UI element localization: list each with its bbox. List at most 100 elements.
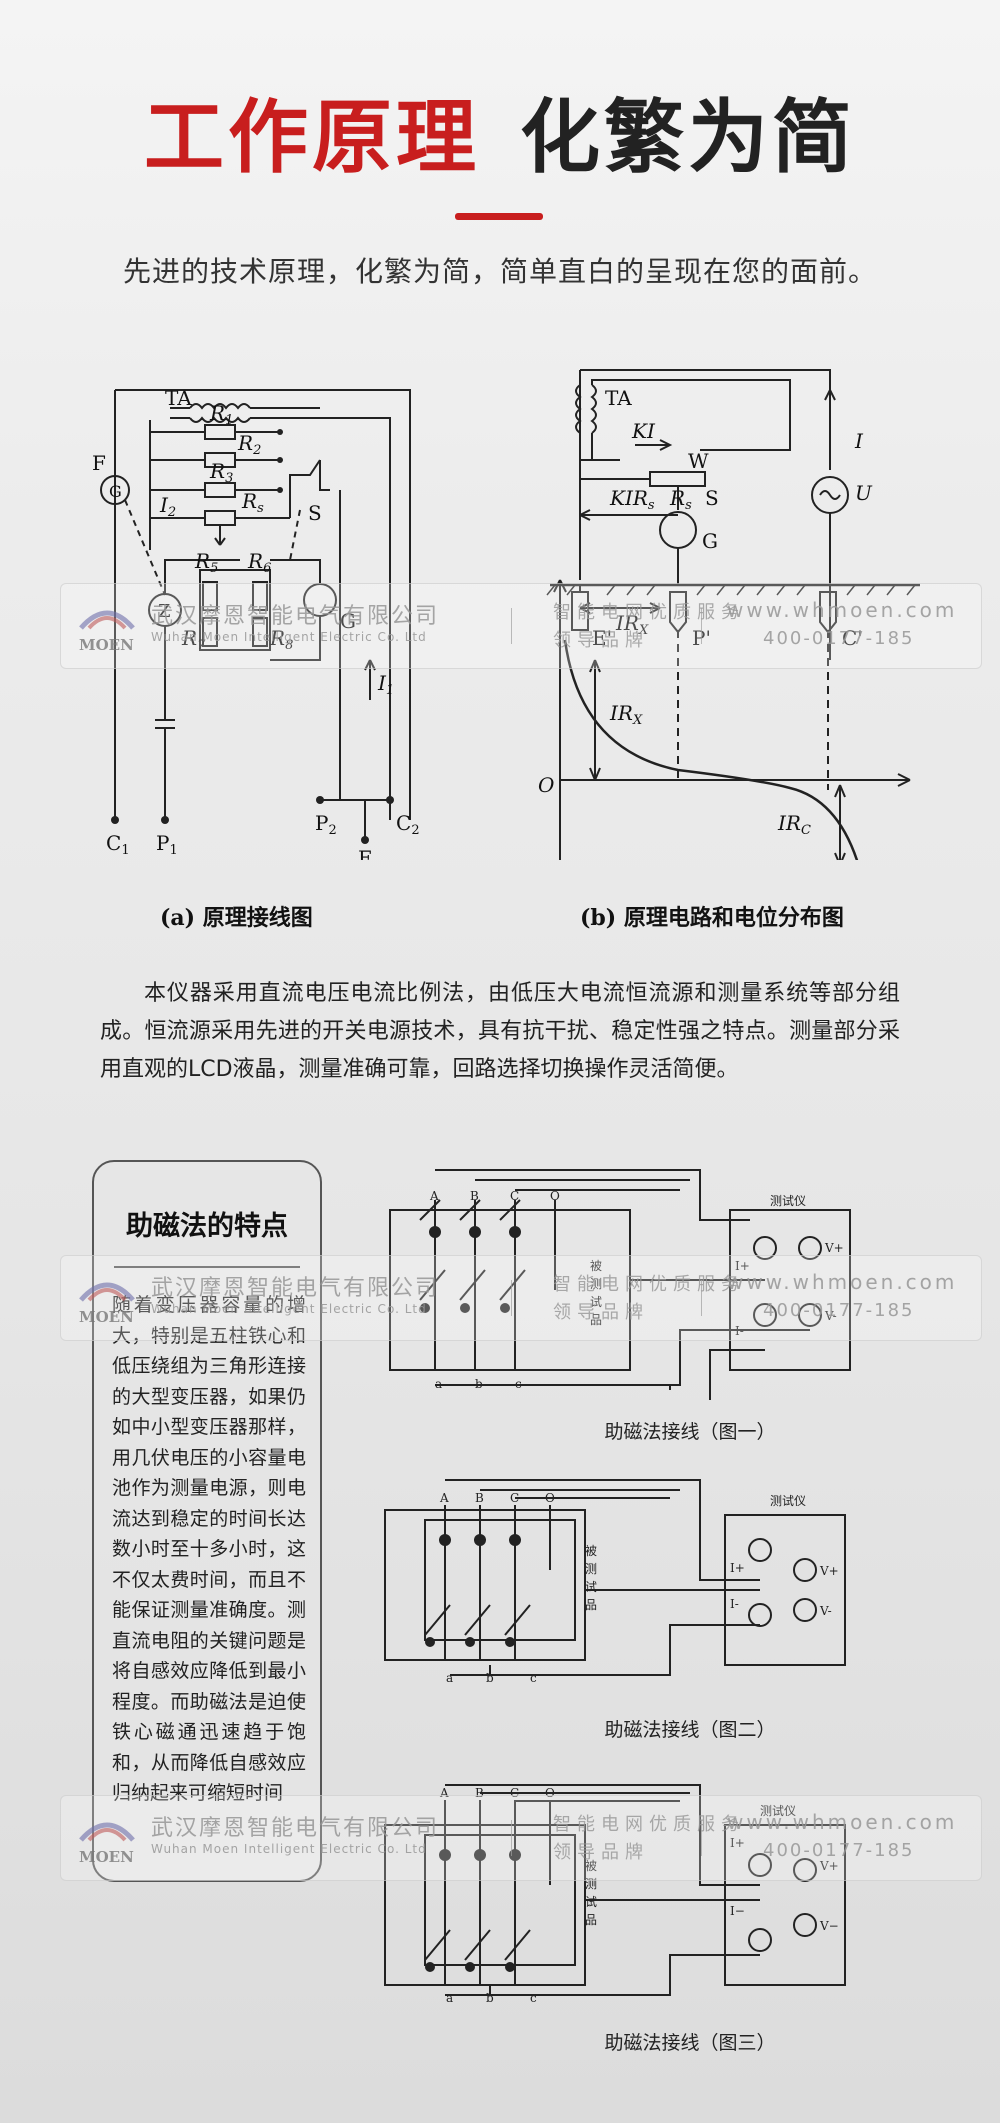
watermark-banner: MOEN 武汉摩恩智能电气有限公司 Wuhan Moen Intelligent… (60, 1795, 982, 1881)
wiring-1-device-2: 测 (590, 1277, 602, 1291)
wiring-2-term-i-minus: I- (730, 1597, 739, 1611)
figure-a-caption: (a) 原理接线图 (160, 905, 313, 931)
wiring-1-high-O: O (550, 1189, 560, 1203)
svg-text:TA: TA (605, 386, 632, 410)
watermark-slogan-2: 领导品牌 (553, 1302, 649, 1323)
wiring-3-high-C: C (510, 1786, 519, 1800)
watermark-url: www.whmoen.com (727, 1270, 958, 1294)
svg-text:Z: Z (158, 601, 171, 622)
watermark-slogan-1: 智能电网优质服务 (553, 602, 745, 623)
wiring-3-instrument: 测试仪 (760, 1803, 796, 1818)
watermark-company: 武汉摩恩智能电气有限公司 (151, 1276, 440, 1301)
sidebar-divider (114, 1266, 300, 1268)
svg-text:G: G (340, 609, 356, 633)
circuit-diagram-a: TA F G R1 R2 R3 Rs S I2 Z R5 R6 R7 R8 G … (92, 386, 420, 860)
wiring-diagram-2: A B C O a b c 测试仪 I+ V+ I- V- 被 测 试 品 (384, 1479, 846, 1685)
watermark-tel: 400-0177-185 (763, 1840, 915, 1861)
wiring-2-low-c: c (530, 1671, 537, 1685)
wiring-3-device-1: 被 (585, 1859, 597, 1873)
wiring-2-instrument: 测试仪 (770, 1493, 806, 1508)
watermark-separator (701, 1820, 702, 1856)
wiring-2-device-2: 测 (585, 1562, 597, 1576)
wiring-1-low-c: c (515, 1377, 522, 1391)
svg-text:R2: R2 (237, 431, 261, 458)
svg-text:IRX: IRX (609, 701, 643, 728)
wiring-2-device-1: 被 (585, 1544, 597, 1558)
svg-text:W: W (688, 449, 709, 473)
wiring-3-term-i-plus: I+ (730, 1836, 745, 1850)
watermark-company-en: Wuhan Moen Intelligent Electric Co. Ltd (151, 630, 427, 644)
wiring-3-low-a: a (446, 1991, 453, 2005)
watermark-banner: MOEN 武汉摩恩智能电气有限公司 Wuhan Moen Intelligent… (60, 583, 982, 669)
wiring-3-high-A: A (439, 1786, 449, 1800)
svg-text:TA: TA (165, 386, 192, 410)
wiring-3-term-v-minus: V− (819, 1919, 839, 1933)
svg-text:R6: R6 (247, 549, 271, 576)
watermark-url: www.whmoen.com (727, 1810, 958, 1834)
wiring-3-high-O: O (545, 1786, 555, 1800)
watermark-company: 武汉摩恩智能电气有限公司 (151, 604, 440, 629)
watermark-slogan-2: 领导品牌 (553, 630, 649, 651)
svg-text:F: F (92, 451, 106, 475)
watermark-url: www.whmoen.com (727, 598, 958, 622)
wiring-2-caption: 助磁法接线（图二） (604, 1719, 776, 1741)
watermark-company: 武汉摩恩智能电气有限公司 (151, 1816, 440, 1841)
wiring-1-term-i-plus: I+ (735, 1259, 750, 1273)
wiring-3-device-3: 试 (585, 1894, 597, 1909)
watermark-slogan-2: 领导品牌 (553, 1842, 649, 1863)
watermark-company-en: Wuhan Moen Intelligent Electric Co. Ltd (151, 1842, 427, 1856)
wiring-2-high-O: O (545, 1491, 555, 1505)
wiring-1-device-3: 试 (590, 1294, 602, 1309)
svg-text:C2: C2 (396, 811, 420, 838)
feature-sidebar: 助磁法的特点 随着变压器容量的增大，特别是五柱铁心和低压绕组为三角形连接的大型变… (92, 1160, 322, 1882)
wiring-1-term-v-minus: V- (824, 1309, 837, 1323)
wiring-3-low-c: c (530, 1991, 537, 2005)
wiring-1-low-b: b (475, 1377, 483, 1391)
wiring-2-term-v-minus: V- (819, 1604, 832, 1618)
svg-text:O: O (538, 773, 554, 797)
wiring-3-device-4: 品 (585, 1913, 597, 1927)
moen-logo: MOEN (79, 1282, 135, 1326)
svg-text:KIRs: KIRs (609, 486, 655, 513)
wiring-1-device-1: 被 (590, 1259, 602, 1273)
watermark-separator (511, 608, 512, 644)
wiring-3-term-v-plus: V+ (819, 1859, 839, 1873)
logo-text: MOEN (79, 636, 134, 654)
watermark-tel: 400-0177-185 (763, 628, 915, 649)
page-title: 工作原理化繁为简 (0, 88, 1000, 188)
wiring-3-caption: 助磁法接线（图三） (604, 2032, 776, 2054)
title-red: 工作原理 (144, 91, 480, 184)
svg-text:IRC: IRC (777, 811, 811, 838)
svg-text:E': E' (592, 626, 612, 650)
svg-text:P2: P2 (315, 811, 337, 838)
watermark-slogan-1: 智能电网优质服务 (553, 1274, 745, 1295)
watermark-separator (511, 1280, 512, 1316)
wiring-1-instrument: 测试仪 (770, 1193, 806, 1208)
watermark-separator (511, 1820, 512, 1856)
wiring-3-term-i-minus: I− (730, 1904, 745, 1918)
svg-text:I1: I1 (377, 671, 394, 698)
svg-text:Rs: Rs (241, 489, 264, 516)
svg-text:Rs: Rs (669, 486, 692, 513)
watermark-banner: MOEN 武汉摩恩智能电气有限公司 Wuhan Moen Intelligent… (60, 1255, 982, 1341)
wiring-1-high-B: B (470, 1189, 479, 1203)
sidebar-text: 随着变压器容量的增大，特别是五柱铁心和低压绕组为三角形连接的大型变压器，如果仍如… (112, 1294, 306, 1804)
svg-text:C1: C1 (106, 831, 130, 858)
wiring-2-high-B: B (475, 1491, 484, 1505)
wiring-1-caption: 助磁法接线（图一） (604, 1421, 776, 1443)
wiring-2-device-4: 品 (585, 1598, 597, 1612)
svg-text:KI: KI (631, 419, 656, 443)
wiring-1-high-A: A (429, 1189, 439, 1203)
svg-text:P1: P1 (156, 831, 178, 858)
wiring-2-high-A: A (439, 1491, 449, 1505)
wiring-1-low-a: a (435, 1377, 442, 1391)
svg-text:S: S (705, 486, 719, 510)
moen-logo: MOEN (79, 1822, 135, 1866)
wiring-2-term-v-plus: V+ (819, 1564, 839, 1578)
svg-text:S: S (308, 501, 322, 525)
wiring-2-term-i-plus: I+ (730, 1561, 745, 1575)
svg-text:G: G (109, 482, 122, 501)
wiring-2-low-b: b (486, 1671, 494, 1685)
circuit-diagram-b: TA KI W KIRs Rs S G I U IRX E' P' C' IRX… (538, 369, 920, 860)
watermark-company-en: Wuhan Moen Intelligent Electric Co. Ltd (151, 1302, 427, 1316)
